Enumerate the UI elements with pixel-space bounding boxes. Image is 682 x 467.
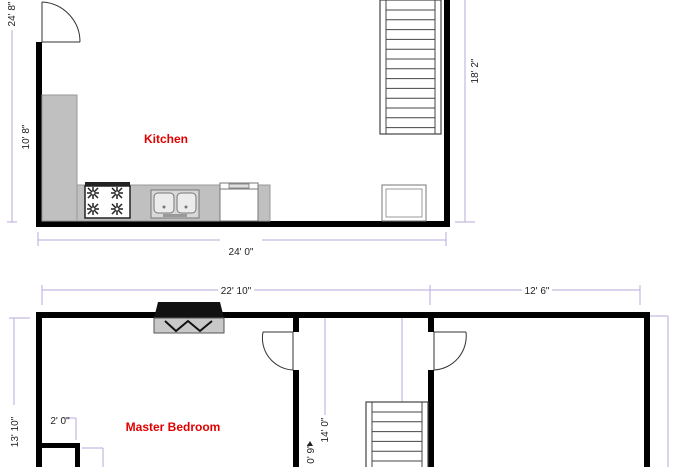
hall-door-left [261, 331, 294, 371]
kitchen-door [41, 1, 81, 43]
fireplace-icon [153, 302, 225, 334]
kitchen-area: Kitchen 24' 8" 18' 2" 10' 8" 24' 0" [7, 0, 481, 258]
kitchen-walls [36, 0, 450, 227]
kitchen-sink-icon [150, 189, 200, 219]
dim-hall-length: 14' 0" [320, 417, 331, 442]
dim-lower-left: 13' 10" [10, 416, 21, 447]
hall-door-right [433, 331, 467, 371]
dim-kitchen-right: 18' 2" [470, 58, 481, 83]
kitchen-counter [41, 94, 78, 222]
lower-walls [36, 312, 650, 467]
dim-lower-top-left: 22' 10" [221, 286, 252, 297]
kitchen-dimension-lines [7, 0, 475, 246]
stove-icon [84, 182, 131, 219]
dim-kitchen-bottom: 24' 0" [229, 247, 254, 258]
dim-kitchen-counter: 10' 8" [21, 124, 32, 149]
dishwasher-icon [219, 182, 259, 222]
dim-kitchen-top-left: 24' 8" [7, 1, 18, 26]
kitchen-label: Kitchen [144, 132, 188, 146]
dim-closet-height: 0' 9" [306, 444, 317, 464]
dim-closet-width: 2' 0" [50, 416, 70, 427]
lower-dimension-lines [9, 285, 669, 467]
dim-arrow-icon [307, 441, 313, 446]
kitchen-stairs [379, 0, 442, 135]
master-bedroom-label: Master Bedroom [126, 420, 221, 434]
refrigerator-icon [381, 184, 427, 222]
lower-floor-area: Master Bedroom 22' 10" 12' 6" 13' 10" 2'… [9, 285, 669, 467]
dim-lower-top-right: 12' 6" [525, 286, 550, 297]
lower-stairs [365, 401, 429, 467]
